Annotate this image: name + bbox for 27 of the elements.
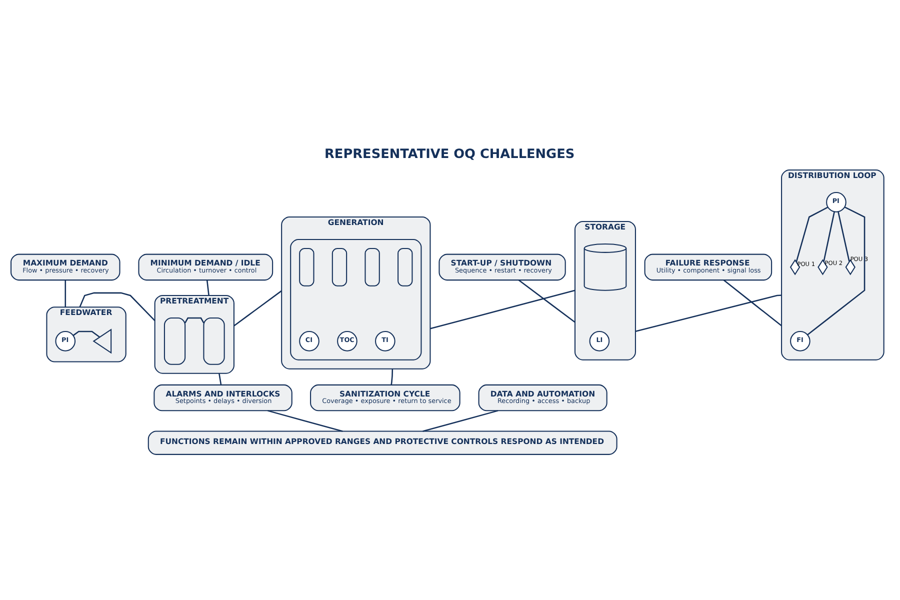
connector xyxy=(234,290,282,326)
connector xyxy=(807,206,866,336)
connector xyxy=(390,368,394,385)
connector xyxy=(422,410,498,432)
connector xyxy=(635,294,782,332)
node-cylinder xyxy=(203,318,225,365)
connector xyxy=(518,280,576,323)
connector xyxy=(796,206,828,262)
node-cylinder xyxy=(164,318,186,365)
node-box xyxy=(299,248,314,286)
connector xyxy=(72,330,100,338)
connector xyxy=(723,280,782,326)
connector xyxy=(823,212,835,262)
connector xyxy=(206,280,210,296)
connector xyxy=(184,317,204,324)
connector xyxy=(430,290,576,330)
connector xyxy=(838,212,850,262)
connector xyxy=(79,292,156,322)
node-triangle xyxy=(92,328,112,354)
cluster xyxy=(290,239,422,360)
connector xyxy=(218,373,222,385)
diagram-title: REPRESENTATIVE OQ CHALLENGES xyxy=(324,146,575,162)
connector xyxy=(268,410,343,432)
node-box xyxy=(364,248,380,286)
connector xyxy=(64,280,66,308)
node-box xyxy=(398,248,413,286)
node-box xyxy=(332,248,348,286)
